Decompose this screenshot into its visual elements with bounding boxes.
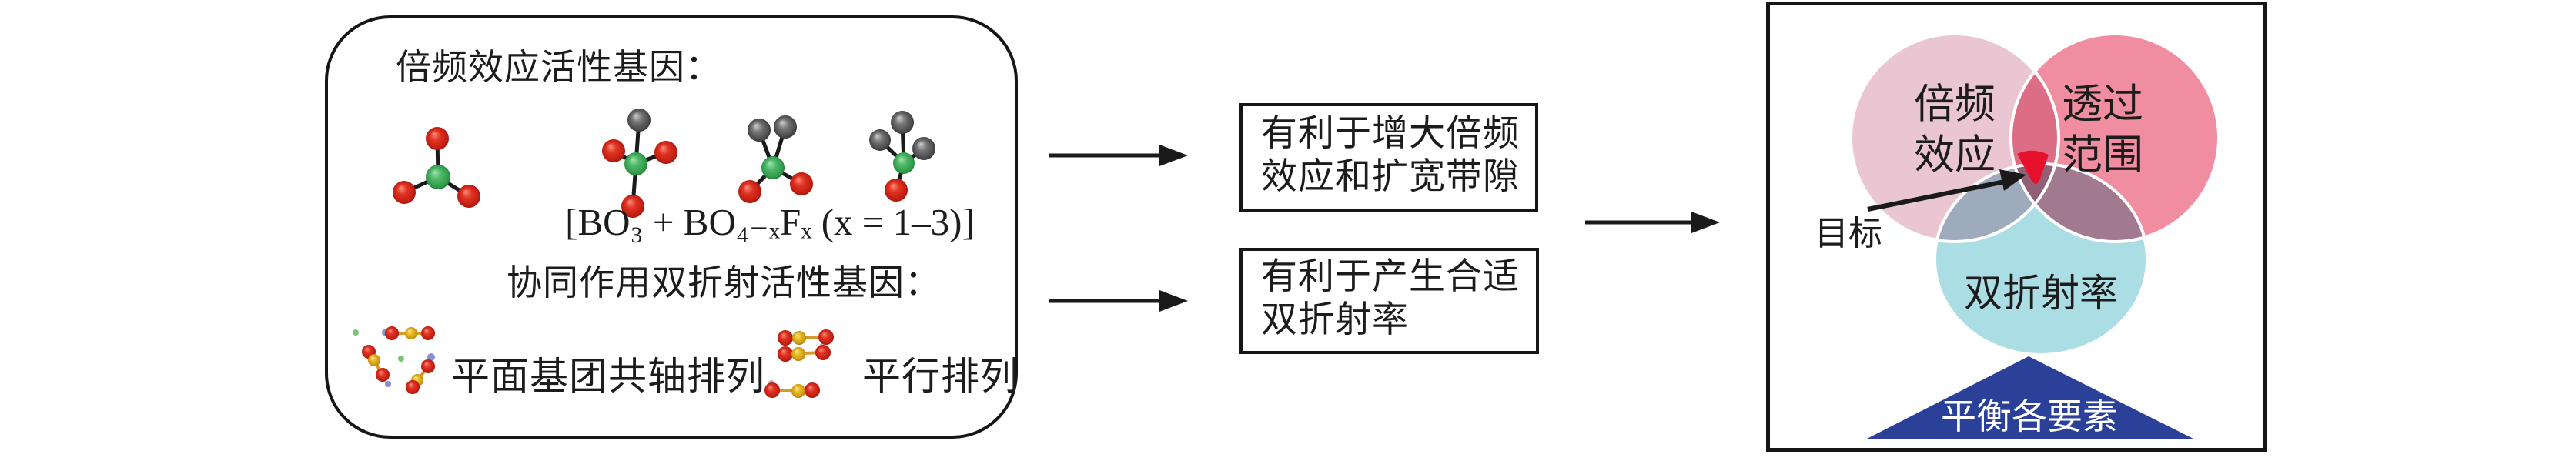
molecule-bo2f2-icon	[738, 115, 813, 203]
birefringence-gene-title: 协同作用双折射活性基因：	[507, 263, 941, 302]
shg-gene-title: 倍频效应活性基因：	[396, 48, 721, 87]
target-arrow	[1867, 169, 2026, 212]
fluorine-atom	[912, 137, 935, 160]
fluorine-atom	[891, 111, 914, 134]
oxygen-atom	[457, 185, 480, 208]
chemical-formula: [BO₃ + BO₄₋ₓFₓ (x = 1–3)]	[565, 201, 975, 243]
coaxial-cluster-icon	[353, 326, 435, 394]
oxygen-atom	[654, 141, 677, 164]
oxygen-atom	[790, 172, 813, 195]
boron-atom	[426, 165, 450, 189]
birefringence-circle	[1935, 164, 2147, 355]
molecule-bo3f-icon	[602, 109, 677, 218]
active-gene-box	[325, 15, 1018, 439]
molecule-bo3-icon	[393, 127, 480, 208]
arrow-to-venn	[1585, 212, 1720, 233]
target-label: 目标	[1815, 215, 1882, 252]
fluorine-atom	[774, 115, 797, 139]
birefringence-circle-label: 双折射率	[1964, 272, 2118, 315]
fluorine-atom	[748, 119, 771, 142]
boron-atom	[761, 156, 785, 179]
benefit-box-birefringence: 有利于产生合适 双折射率	[1239, 248, 1539, 354]
oxygen-atom	[738, 180, 761, 203]
coaxial-arrangement-label: 平面基团共轴排列	[451, 355, 765, 398]
oxygen-atom	[621, 195, 644, 218]
venn-diagram	[1849, 32, 2220, 439]
balance-label: 平衡各要素	[1941, 397, 2118, 436]
fluorine-atom	[869, 129, 891, 151]
boron-atom	[624, 152, 647, 175]
molecule-bof3-icon	[869, 111, 935, 202]
oxygen-atom	[393, 181, 416, 204]
oxygen-atom	[602, 139, 625, 162]
parallel-cluster-icon	[764, 329, 834, 398]
benefit-box-shg-bandgap: 有利于增大倍频 效应和扩宽带隙	[1239, 103, 1538, 212]
parallel-arrangement-label: 平行排列	[862, 355, 1019, 398]
oxygen-atom	[885, 179, 908, 202]
fluorine-atom	[627, 109, 651, 132]
boron-atom	[893, 152, 915, 174]
target-wedge	[2017, 150, 2049, 184]
transmission-circle-label: 透过 范围	[2062, 82, 2143, 178]
balance-triangle	[1865, 356, 2195, 439]
oxygen-atom	[426, 127, 449, 150]
shg-circle-label: 倍频 效应	[1914, 82, 1996, 178]
venn-panel: 倍频 效应 透过 范围 双折射率 目标 平衡各要素	[1766, 2, 2267, 452]
arrow-to-benefit-2	[1049, 290, 1188, 312]
arrow-to-benefit-1	[1049, 145, 1188, 166]
